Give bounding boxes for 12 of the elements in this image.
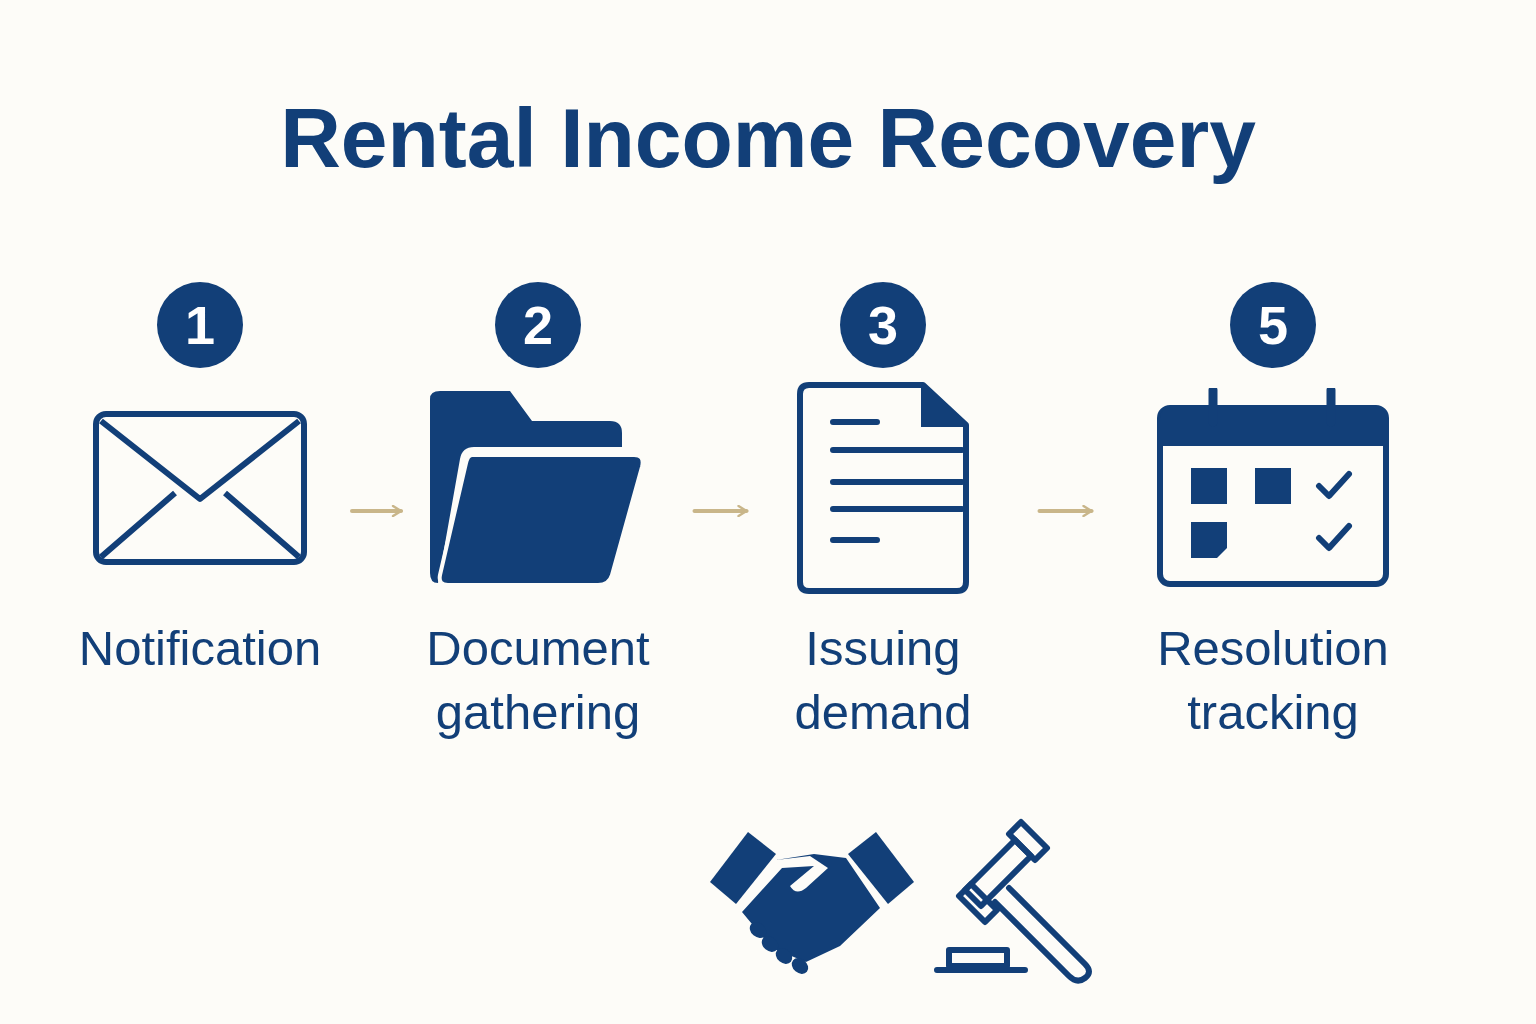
step-number-badge: 5 [1230, 282, 1316, 368]
step-number-badge: 1 [157, 282, 243, 368]
step-label: Resolution tracking [1156, 620, 1390, 741]
step-label: Notification [78, 620, 322, 677]
arrow [350, 504, 403, 518]
diagram-title: Rental Income Recovery [279, 90, 1257, 187]
step-label: Document gathering [425, 620, 651, 741]
step-number-badge: 2 [495, 282, 581, 368]
arrow [1037, 504, 1094, 518]
step-label: Issuing demand [793, 620, 973, 741]
step-number-badge: 3 [840, 282, 926, 368]
arrow [692, 504, 749, 518]
